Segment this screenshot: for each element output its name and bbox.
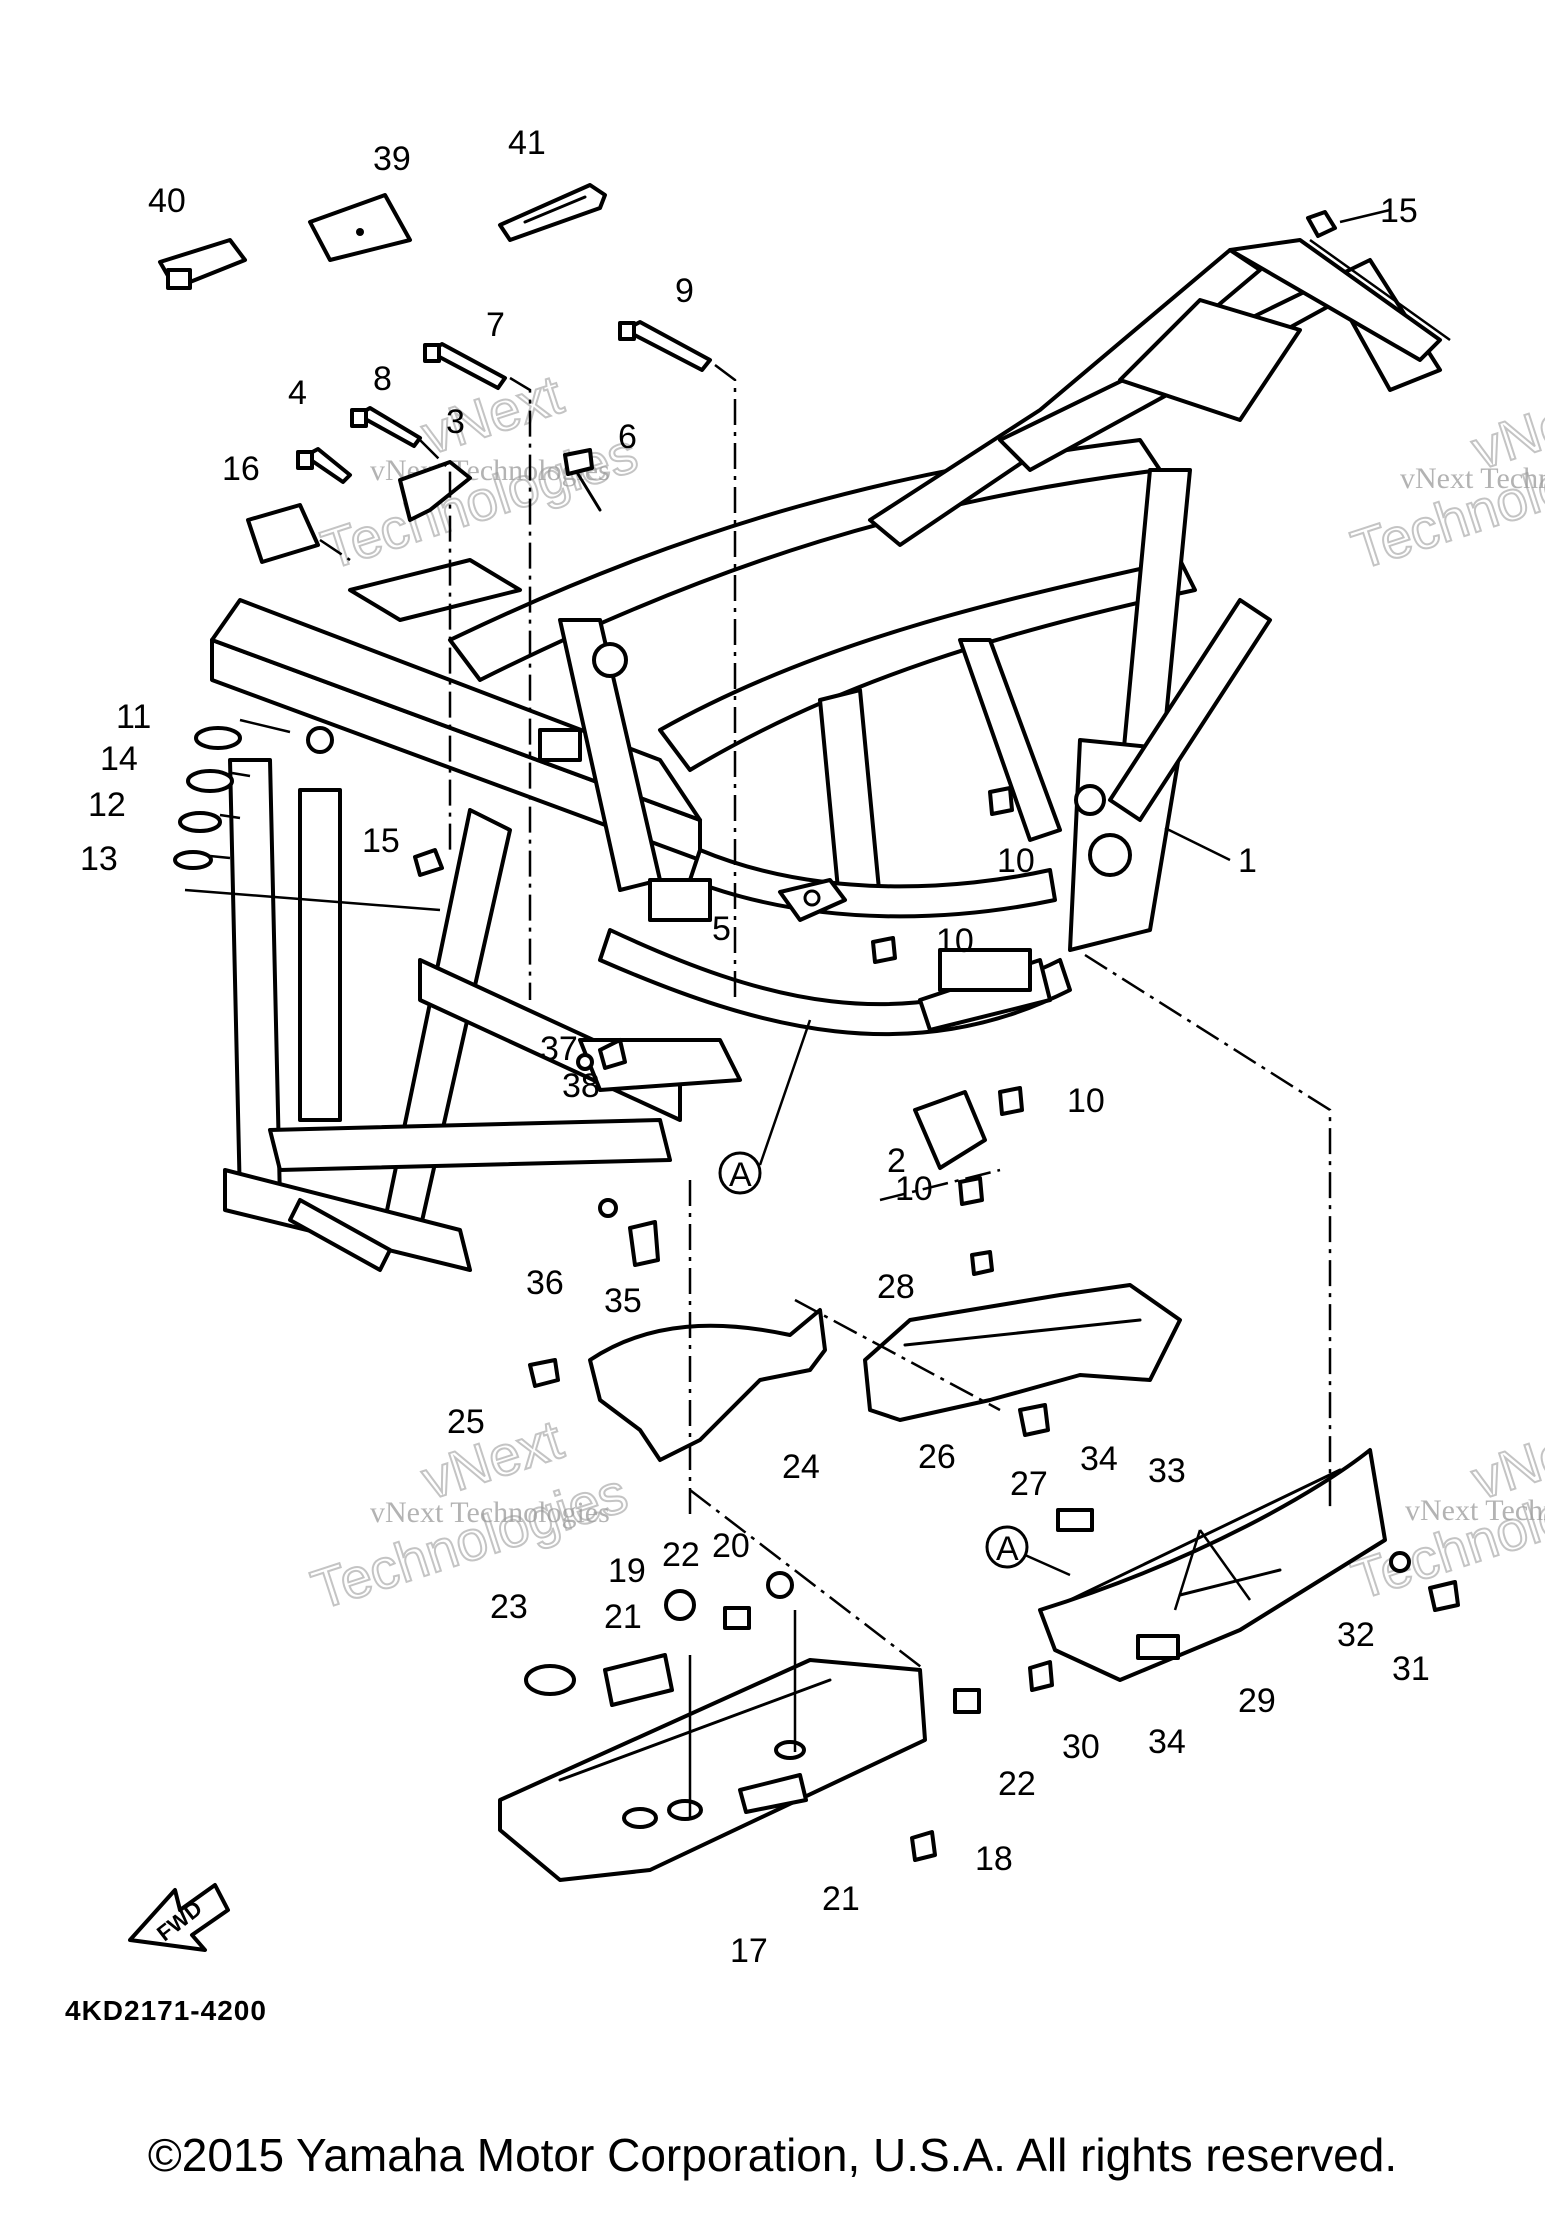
part-19-20-22-caps <box>664 1571 981 1714</box>
callout-28: 28 <box>877 1268 915 1306</box>
part-25-bolt <box>528 1358 560 1388</box>
callout-1: 1 <box>1238 842 1257 880</box>
callout-11: 11 <box>116 698 151 736</box>
callout-17: 17 <box>730 1932 768 1970</box>
callout-15a: 15 <box>1380 192 1418 230</box>
callout-39: 39 <box>373 140 411 178</box>
callout-21a: 21 <box>604 1598 642 1636</box>
part-26-guard <box>863 1283 1182 1422</box>
callout-2: 2 <box>887 1142 906 1180</box>
callout-41: 41 <box>508 124 546 162</box>
part-24-guard <box>588 1308 827 1462</box>
callout-3: 3 <box>446 403 465 441</box>
callout-7: 7 <box>486 306 505 344</box>
part-36-washer <box>598 1198 618 1218</box>
callout-27: 27 <box>1010 1465 1048 1503</box>
callout-24: 24 <box>782 1448 820 1486</box>
callout-29: 29 <box>1238 1682 1276 1720</box>
ref-marker-a-lower: A <box>985 1525 1071 1577</box>
watermark-center-top: vNext Technologies vNext Technologies <box>313 361 645 582</box>
callout-35: 35 <box>604 1282 642 1320</box>
callout-4: 4 <box>288 374 307 412</box>
part-11-14-12-13-grommets <box>173 726 242 870</box>
leader-lines <box>184 208 1451 1820</box>
part-4-bolt <box>296 447 352 484</box>
diagram-code: 4KD2171-4200 <box>65 1995 267 2026</box>
ref-marker-label: A <box>996 1530 1019 1568</box>
part-31-32-bolt-washer <box>1389 1551 1460 1612</box>
ref-marker-a-upper: A <box>718 1019 812 1195</box>
callout-18: 18 <box>975 1840 1013 1878</box>
fwd-arrow: FWD <box>128 1883 230 1952</box>
part-29-skid-plate <box>1038 1448 1387 1682</box>
main-frame <box>210 238 1442 1272</box>
callout-6: 6 <box>618 418 637 456</box>
callouts: 1 2 3 4 5 6 7 8 9 10 10 10 10 11 12 13 1… <box>80 124 1430 1970</box>
callout-12: 12 <box>88 786 126 824</box>
watermark-full-text: vNext Technologies <box>1405 1494 1545 1527</box>
part-33-34-pads <box>1056 1508 1180 1660</box>
part-7-bolt <box>423 342 507 390</box>
callout-5: 5 <box>712 910 731 948</box>
callout-8: 8 <box>373 360 392 398</box>
callout-40: 40 <box>148 182 186 220</box>
part-10-nuts <box>871 786 1024 1206</box>
part-18-bolt <box>910 1830 937 1862</box>
callout-26: 26 <box>918 1438 956 1476</box>
callout-10d: 10 <box>895 1170 933 1208</box>
callout-15b: 15 <box>362 822 400 860</box>
part-30-bolt <box>1028 1660 1054 1692</box>
callout-30: 30 <box>1062 1728 1100 1766</box>
part-15-cap-mid <box>413 848 444 877</box>
part-39-pad <box>308 193 412 262</box>
watermark-full-text: vNext Technologies <box>370 1496 610 1529</box>
part-15-cap-top <box>1306 210 1337 238</box>
callout-14: 14 <box>100 740 138 778</box>
part-9-bolt <box>618 320 712 372</box>
copyright-notice: ©2015 Yamaha Motor Corporation, U.S.A. A… <box>147 2129 1398 2181</box>
part-23-grommet <box>524 1664 576 1696</box>
part-41-cover <box>498 183 607 242</box>
callout-13: 13 <box>80 840 118 878</box>
callout-22b: 22 <box>998 1765 1036 1803</box>
watermark-right-top: vNext Technologies vNext Technologies <box>1343 376 1545 582</box>
callout-32: 32 <box>1337 1616 1375 1654</box>
part-5-plate <box>778 878 847 922</box>
callout-19: 19 <box>608 1552 646 1590</box>
callout-34a: 34 <box>1080 1440 1118 1478</box>
part-16-block <box>246 503 320 564</box>
part-40-clip <box>158 238 247 290</box>
part-28-bolt <box>970 1250 994 1276</box>
callout-34b: 34 <box>1148 1723 1186 1761</box>
callout-38: 38 <box>562 1067 600 1105</box>
part-2-plate <box>913 1090 987 1170</box>
callout-9: 9 <box>675 272 694 310</box>
callout-37: 37 <box>540 1030 578 1068</box>
part-8-bolt <box>350 406 422 448</box>
part-6-bolt <box>563 448 602 512</box>
ref-marker-label: A <box>729 1156 752 1194</box>
callout-23: 23 <box>490 1588 528 1626</box>
callout-16: 16 <box>222 450 260 488</box>
part-27-bolt <box>1018 1403 1050 1437</box>
callout-20: 20 <box>712 1527 750 1565</box>
part-21-blocks <box>603 1653 808 1814</box>
callout-10a: 10 <box>997 842 1035 880</box>
callout-10c: 10 <box>1067 1082 1105 1120</box>
part-35-bolt <box>628 1220 660 1267</box>
callout-10b: 10 <box>936 922 974 960</box>
callout-31: 31 <box>1392 1650 1430 1688</box>
callout-36: 36 <box>526 1264 564 1302</box>
callout-25: 25 <box>447 1403 485 1441</box>
part-37-38-bolt <box>576 1038 627 1071</box>
callout-33: 33 <box>1148 1452 1186 1490</box>
callout-22a: 22 <box>662 1536 700 1574</box>
watermark-full-text: vNext Technologies <box>1400 462 1545 495</box>
callout-21b: 21 <box>822 1880 860 1918</box>
